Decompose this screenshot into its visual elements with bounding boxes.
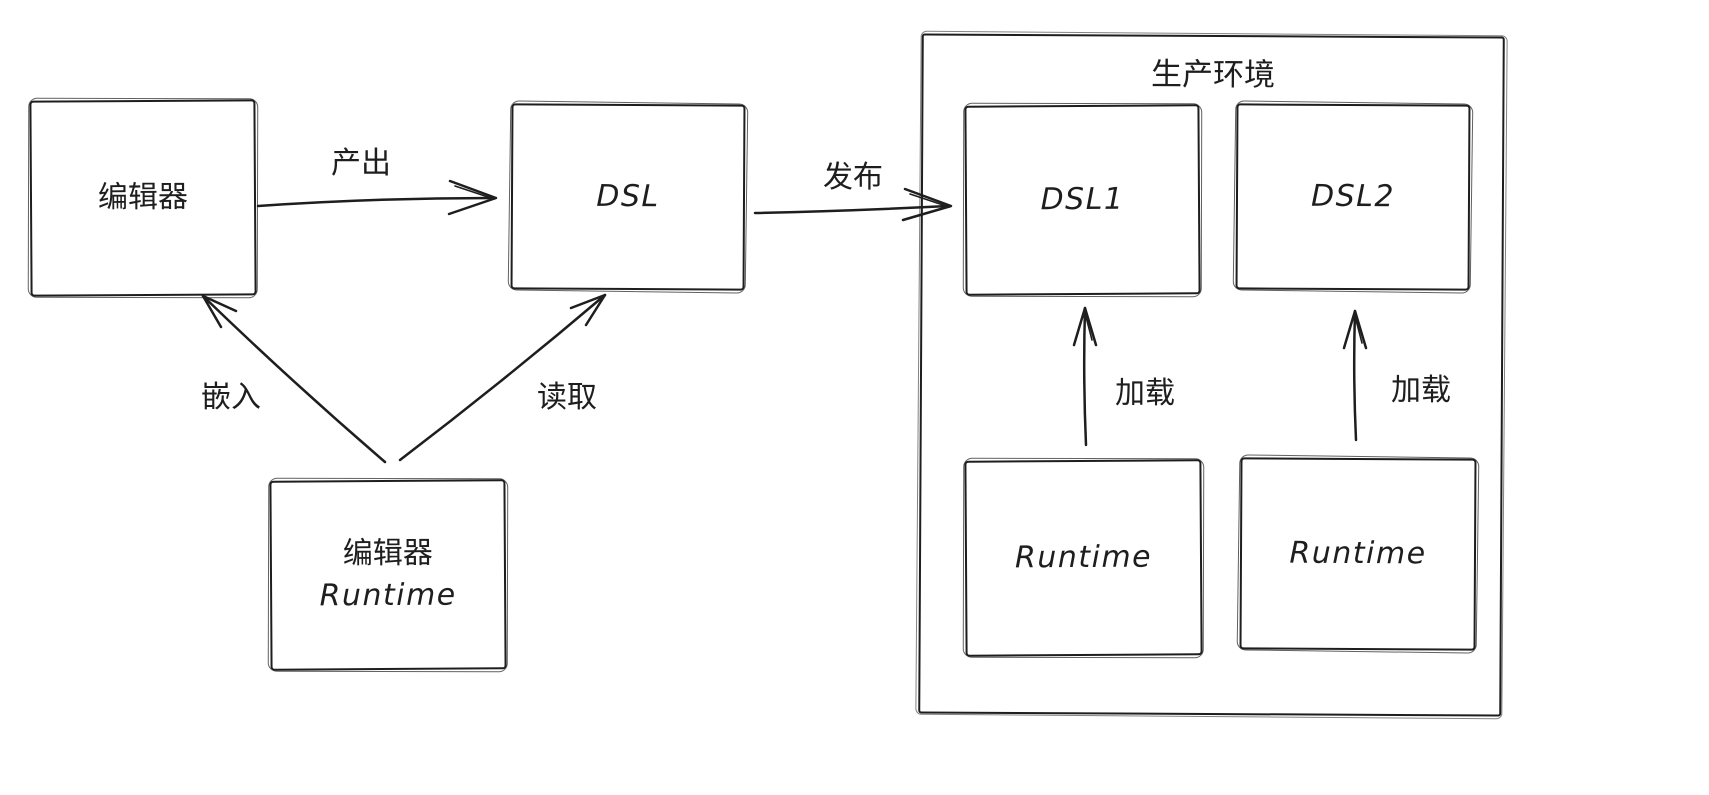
node-runtime-right: Runtime: [1239, 457, 1477, 651]
edge-label-publish: 发布: [820, 152, 886, 196]
edge-label-read: 读取: [534, 372, 600, 416]
node-editor-label: 编辑器: [97, 179, 189, 216]
edge-label-load-right: 加载: [1388, 365, 1454, 409]
edge-label-embed: 嵌入: [198, 372, 264, 416]
node-dsl: DSL: [510, 103, 746, 291]
node-dsl2: DSL2: [1235, 103, 1471, 291]
edge-label-load-left: 加载: [1112, 368, 1178, 412]
node-dsl2-label: DSL2: [1310, 178, 1396, 215]
edge-label-produce: 产出: [328, 138, 394, 182]
node-runtime-left: Runtime: [964, 459, 1203, 657]
node-editor-runtime: 编辑器 Runtime: [269, 479, 507, 671]
node-editor-runtime-label-line1: 编辑器: [342, 535, 433, 572]
arrow-produce: [256, 179, 498, 216]
node-editor-runtime-label-line2: Runtime: [319, 577, 457, 614]
production-env-title: 生产环境: [1150, 56, 1276, 94]
node-dsl1: DSL1: [964, 104, 1201, 296]
node-dsl1-label: DSL1: [1040, 181, 1125, 218]
node-runtime-right-label: Runtime: [1289, 535, 1427, 572]
node-runtime-left-label: Runtime: [1014, 539, 1153, 576]
node-editor: 编辑器: [29, 99, 257, 297]
node-dsl-label: DSL: [596, 178, 660, 215]
